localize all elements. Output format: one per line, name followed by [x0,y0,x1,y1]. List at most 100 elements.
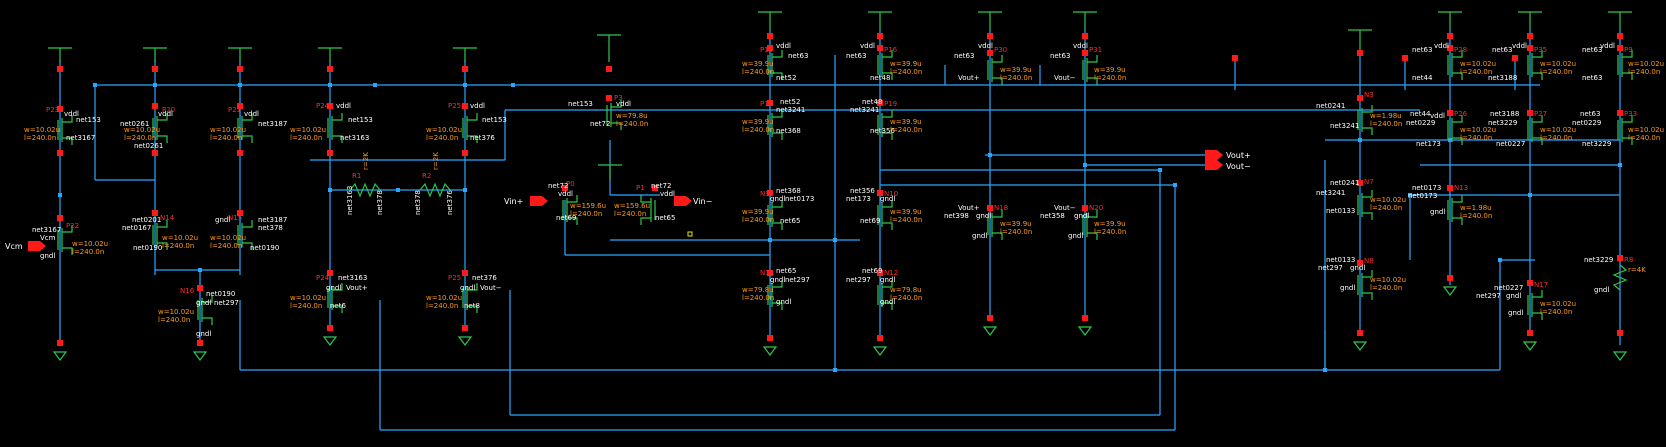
net-label: Vcm [40,234,56,242]
net-label: vddl [776,42,791,50]
net-label: net0227 [1494,284,1523,292]
transistor-symbol [877,200,893,230]
inst-p0: P0 [566,180,575,188]
net-label: gndl [770,276,785,284]
port-vin-plus [530,196,548,206]
param-l: l=240.0n [1540,308,1572,316]
net-label: vddl [1600,42,1615,50]
inst-p23: P23 [46,106,59,114]
vdd-rail-symbol [868,11,892,30]
param-w: w=159.6u [614,202,650,210]
net-label: net0229 [1406,119,1435,127]
net-label: gndl [1508,309,1523,317]
net-label: net153 [568,100,593,108]
net-label: net63 [1580,110,1600,118]
net-label: net0173 [1412,184,1441,192]
resistor-r2 [419,182,451,198]
net-label: vddl [616,100,631,108]
net-label: net3241 [1316,189,1345,197]
net-label: net72 [651,182,671,190]
transistor-symbol [152,220,168,250]
param-w: w=39.9u [1094,66,1126,74]
net-label: gndl [196,299,211,307]
transistor-symbol [462,283,478,313]
param-l: l=240.0n [1000,74,1032,82]
param-l: l=240.0n [124,134,156,142]
param-l: l=240.0n [290,134,322,142]
net-labels: vddl net153 net3167 net3167 Vcm gndl vdd… [32,42,1615,338]
param-w: w=39.9u [890,208,922,216]
net-label: gndl [972,232,987,240]
io-ports[interactable] [28,150,1223,251]
net-label: net52 [776,74,796,82]
net-label: net63 [1412,46,1432,54]
net-label: vddl [64,110,79,118]
net-label: gndl [976,212,991,220]
net-label: net0241 [1330,179,1359,187]
param-l: l=240.0n [1370,204,1402,212]
inst-r8: R8 [1624,256,1633,264]
param-w: w=10.02u [1460,126,1496,134]
inst-p33: P33 [1624,110,1637,118]
ground-symbol [1612,351,1628,361]
transistor-symbol [1447,50,1463,80]
param-w: w=39.9u [1000,66,1032,74]
param-w: w=10.02u [1628,126,1664,134]
net-label: net0201 [132,216,161,224]
net-label: net3167 [66,134,95,142]
port-vcm [28,241,46,251]
param-l: l=240.0n [24,134,56,142]
ground-symbol [1522,341,1538,351]
transistor-symbol [237,220,253,250]
param-w: w=39.9u [742,60,774,68]
inst-p19: P25 [448,102,461,110]
param-w: w=39.9u [1094,220,1126,228]
param-l: l=240.0n [890,294,922,302]
ground-symbol [322,336,338,346]
transistor-symbol [640,195,656,225]
inst-p26: P26 [1454,110,1468,118]
net-label: gndl [1350,264,1365,272]
param-w: w=10.02u [1540,126,1576,134]
vdd-rail-symbol [1438,11,1462,30]
inst-p28: P28 [1454,46,1467,54]
net-label: net0227 [1496,140,1525,148]
net-label: net398 [944,212,969,220]
net-label: Vout+ [958,204,980,212]
param-l: l=240.0n [890,216,922,224]
param-w: w=10.02u [210,234,246,242]
net-label: net6 [330,302,346,310]
ground-symbol [982,326,998,336]
vdd-rail-symbol [597,34,621,62]
transistor-symbol [1527,50,1543,80]
label-vcm: Vcm [5,242,23,251]
label-vin-plus: Vin+ [504,197,523,206]
net-label: net378 [414,190,422,215]
net-label: net72 [590,120,610,128]
net-label: net153 [482,116,507,124]
label-vout-minus: Vout− [1226,162,1251,171]
param-w: w=10.02u [290,126,326,134]
net-label: net63 [1582,74,1602,82]
param-l: l=240.0n [614,210,646,218]
net-label: net3188 [1488,74,1517,82]
net-label: Vout+ [958,74,980,82]
param-w: w=10.02u [426,126,462,134]
ground-symbols [52,286,1628,361]
transistor-symbol [1527,115,1543,145]
transistor-symbol [987,55,1003,85]
vdd-rail-symbol [1518,11,1542,30]
wire-junctions [58,83,1622,372]
wire-network [59,30,1621,431]
inst-n7: N7 [1364,178,1374,186]
net-label: Vout− [1054,204,1076,212]
vdd-rails [48,11,1632,180]
inst-p24: P24 [316,274,330,282]
net-label: net378 [258,224,283,232]
param-w: w=79.8u [890,286,922,294]
inst-p20: P20 [162,106,175,114]
transistor-symbol [57,225,73,255]
param-w: w=79.8u [616,112,648,120]
inst-p27: P27 [1534,110,1547,118]
